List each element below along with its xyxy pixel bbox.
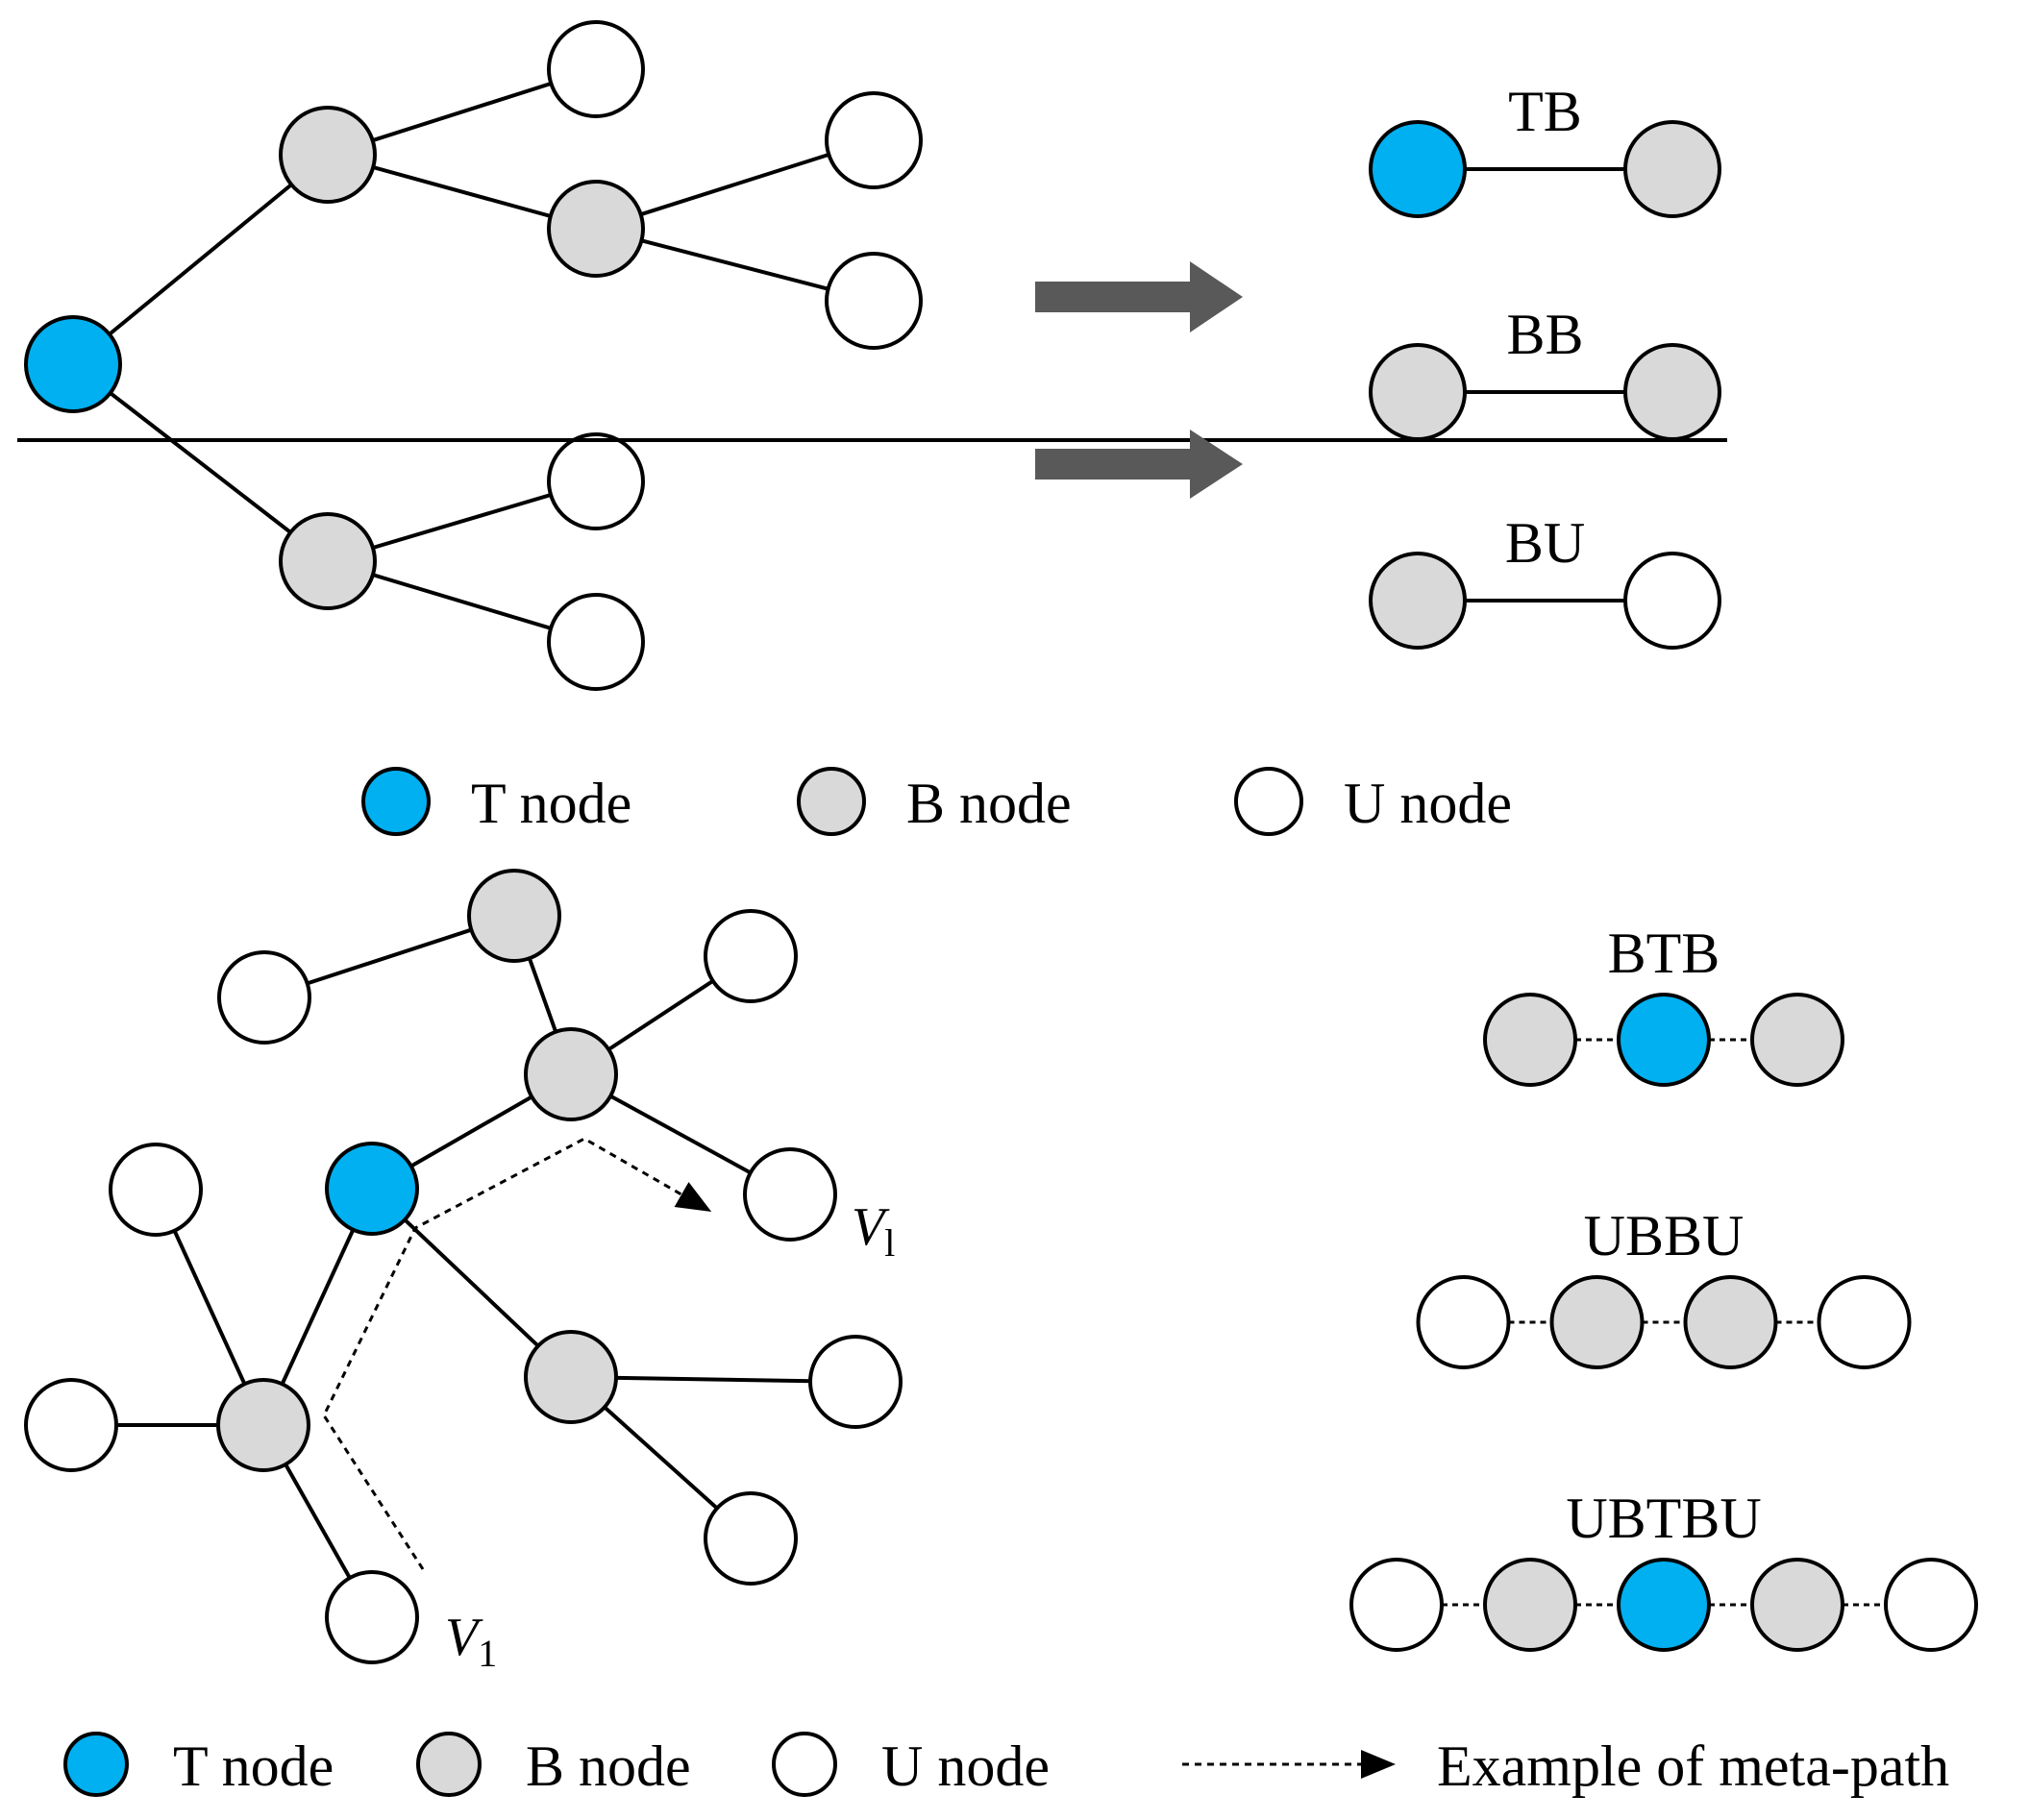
meta-path-ubbu: UBBU: [1416, 1204, 1912, 1369]
v-end-label: Vl: [852, 1197, 895, 1265]
meta-path-ubtbu: UBTBU: [1349, 1487, 1978, 1652]
meta-path-label: UBBU: [1584, 1204, 1744, 1267]
u-node: [808, 1335, 903, 1429]
b-node: [1369, 343, 1467, 441]
t-node: [1617, 1558, 1711, 1652]
meta-path-label: UBTBU: [1566, 1487, 1761, 1550]
u-node: [547, 432, 645, 530]
u-node: [772, 1732, 837, 1797]
t-node: [1369, 120, 1467, 218]
block-arrow: [1035, 430, 1243, 499]
top-tree-nodes: [24, 20, 923, 691]
b-node: [1369, 552, 1467, 650]
b-node: [797, 767, 866, 836]
u-node: [217, 950, 311, 1045]
legend-label: B node: [526, 1734, 691, 1798]
u-node: [743, 1147, 837, 1242]
u-node: [1416, 1275, 1511, 1369]
top-tree: [24, 20, 923, 691]
edge: [570, 1375, 856, 1384]
b-node: [1483, 993, 1577, 1087]
legend-item-t: T node: [361, 767, 631, 836]
u-node: [325, 1570, 419, 1664]
edge: [71, 153, 330, 366]
b-node: [524, 1330, 618, 1424]
u-node: [547, 593, 645, 691]
pattern-bb: BB: [1369, 303, 1721, 441]
meta-path-chains: BTB UBBU UBTBU: [1349, 922, 1978, 1652]
u-node: [1884, 1558, 1978, 1652]
block-arrow: [1035, 261, 1243, 332]
u-node: [825, 252, 923, 350]
u-node: [825, 91, 923, 189]
top-tree-edges: [71, 67, 875, 644]
b-node: [1623, 343, 1721, 441]
legend-item-b: B node: [797, 767, 1072, 836]
bottom-graph-nodes: [24, 869, 903, 1664]
path-legend: Example of meta-path: [1182, 1734, 1949, 1798]
legend-label: U node: [1344, 772, 1512, 835]
u-node: [1349, 1558, 1444, 1652]
meta-path-label: BTB: [1608, 922, 1720, 985]
b-node: [216, 1378, 310, 1472]
t-node: [63, 1732, 129, 1797]
t-node: [24, 315, 122, 413]
bottom-legend: T node B node U node: [63, 1732, 1050, 1798]
b-node: [279, 106, 377, 204]
pattern-bu: BU: [1369, 511, 1721, 650]
b-node: [467, 869, 561, 963]
legend-label: T node: [471, 772, 631, 835]
u-node: [24, 1378, 118, 1472]
b-node: [1549, 1275, 1645, 1369]
pattern-tb: TB: [1369, 80, 1721, 218]
legend-item-u: U node: [1234, 767, 1512, 836]
u-node: [704, 909, 798, 1003]
b-node: [1623, 120, 1721, 218]
u-node: [704, 1491, 798, 1586]
pattern-label: BU: [1505, 511, 1585, 575]
pattern-label: TB: [1508, 80, 1582, 143]
b-node: [279, 512, 377, 610]
u-node: [547, 20, 645, 118]
meta-path-example: [322, 1137, 712, 1570]
legend-item-t: T node: [63, 1732, 334, 1798]
legend-item-u: U node: [772, 1732, 1050, 1798]
b-node: [1750, 1558, 1844, 1652]
u-node: [1623, 552, 1721, 650]
top-legend: T node B node U node: [361, 767, 1512, 836]
t-node: [325, 1142, 419, 1236]
u-node: [109, 1143, 203, 1237]
b-node: [1483, 1558, 1577, 1652]
pattern-label: BB: [1506, 303, 1583, 366]
legend-item-b: B node: [416, 1732, 691, 1798]
top-patterns: TB BB BU: [1369, 80, 1721, 650]
u-node: [1817, 1275, 1912, 1369]
t-node: [361, 767, 431, 836]
transform-arrows: [1035, 261, 1243, 499]
t-node: [1617, 993, 1711, 1087]
b-node: [1750, 993, 1844, 1087]
b-node: [416, 1732, 482, 1797]
b-node: [524, 1027, 618, 1121]
b-node: [547, 180, 645, 278]
meta-path-btb: BTB: [1483, 922, 1844, 1087]
bottom-graph: Vl V1: [24, 869, 903, 1675]
b-node: [1683, 1275, 1778, 1369]
legend-label: T node: [173, 1734, 334, 1798]
v-start-label: V1: [445, 1608, 497, 1675]
u-node: [1234, 767, 1303, 836]
edge: [71, 362, 330, 563]
legend-label: B node: [906, 772, 1072, 835]
path-legend-text: Example of meta-path: [1437, 1734, 1949, 1798]
legend-label: U node: [881, 1734, 1050, 1798]
